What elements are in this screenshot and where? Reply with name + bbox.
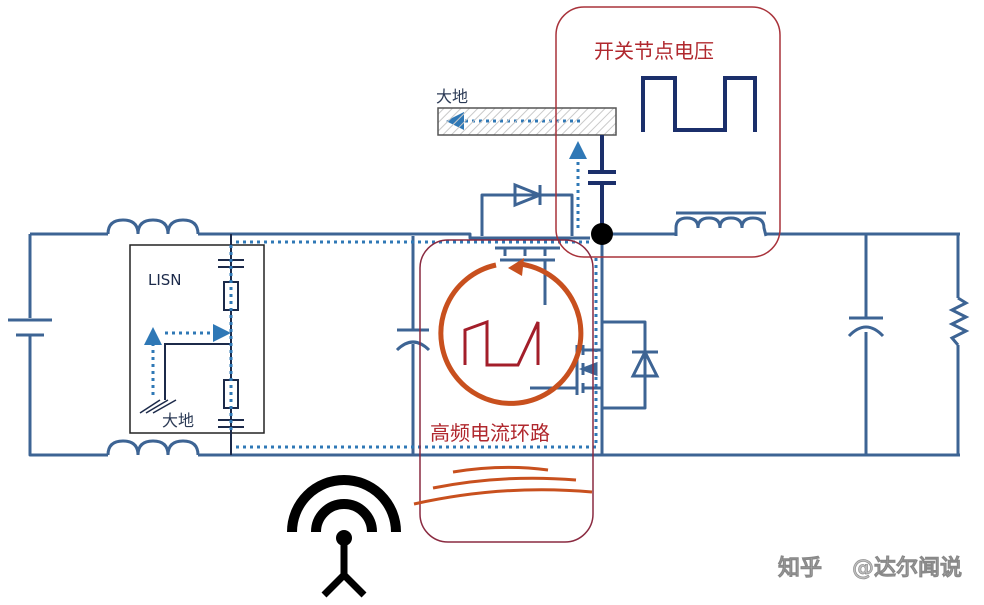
hf-current-loop-label: 高频电流环路 [430, 421, 550, 445]
hf-current-waveform [463, 319, 540, 367]
earth-plate: 大地 [436, 87, 617, 136]
radio-antenna-icon [287, 475, 401, 598]
battery-icon [8, 318, 52, 337]
switch-node-waveform [641, 76, 757, 132]
wire-top-rail [198, 232, 590, 240]
lisn-label: LISN [148, 271, 182, 289]
radiation-waves [413, 465, 593, 506]
load-resistor-icon [948, 296, 970, 346]
diode-top-icon [510, 182, 545, 208]
low-side-mosfet-icon [530, 345, 602, 395]
output-inductor-icon [674, 211, 768, 237]
parasitic-capacitor-icon [588, 135, 616, 230]
wire-top-diode-branch [480, 193, 574, 236]
loop-arrow-circle [438, 261, 584, 406]
diode-low-icon [630, 348, 660, 378]
wire-low-diode [602, 320, 647, 410]
wire-source-left [28, 234, 108, 457]
loop-arrow-head [508, 258, 524, 276]
watermark: 知乎 @达尔闻说 [778, 555, 963, 582]
earth-ground-icon [139, 399, 177, 414]
switch-node-voltage-label: 开关节点电压 [594, 39, 714, 63]
input-capacitor-icon [395, 328, 431, 352]
inductor-bottom-icon [106, 439, 200, 456]
earth-plate-bar [437, 107, 617, 136]
switch-node-dot [591, 223, 613, 245]
hf-loop-highlight-box [419, 239, 594, 543]
output-capacitor-icon [847, 316, 885, 338]
earth-label-top: 大地 [436, 87, 468, 106]
high-side-mosfet-icon [495, 246, 560, 262]
lisn-block: LISN 大地 [129, 234, 265, 455]
lisn-box [129, 244, 265, 434]
watermark-site: 知乎 [778, 555, 822, 581]
watermark-author: @达尔闻说 [852, 555, 962, 581]
inductor-top-icon [106, 218, 200, 235]
switch-node-highlight-box [555, 6, 781, 258]
earth-label-lisn: 大地 [162, 411, 194, 430]
dotted-current-path [236, 112, 598, 449]
